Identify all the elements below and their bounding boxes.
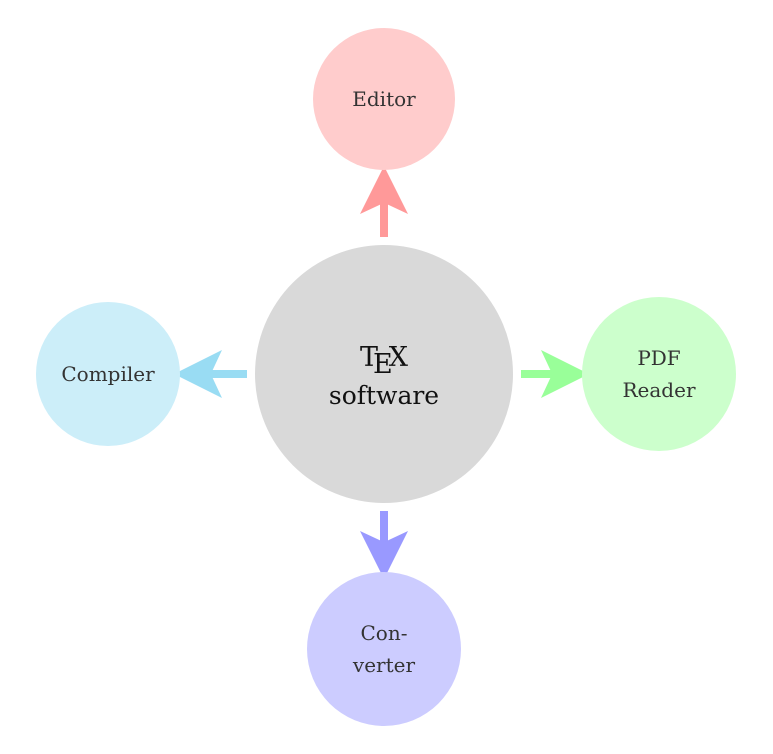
center-node: TEX software	[255, 245, 513, 503]
center-node-label: software	[329, 381, 439, 410]
compiler-node-label: Compiler	[61, 362, 155, 386]
converter-node: Con- verter	[307, 572, 461, 726]
pdf-reader-node: PDF Reader	[582, 297, 736, 451]
center-node-tex-logo: TEX	[360, 342, 409, 380]
pdf-reader-node-label-line1: PDF	[637, 346, 680, 370]
editor-node-label: Editor	[352, 87, 416, 111]
pdf-reader-node-label-line2: Reader	[622, 378, 695, 402]
compiler-node: Compiler	[36, 302, 180, 446]
converter-node-label-line2: verter	[352, 653, 416, 677]
converter-node-label-line1: Con-	[361, 621, 408, 645]
editor-node: Editor	[313, 28, 455, 170]
